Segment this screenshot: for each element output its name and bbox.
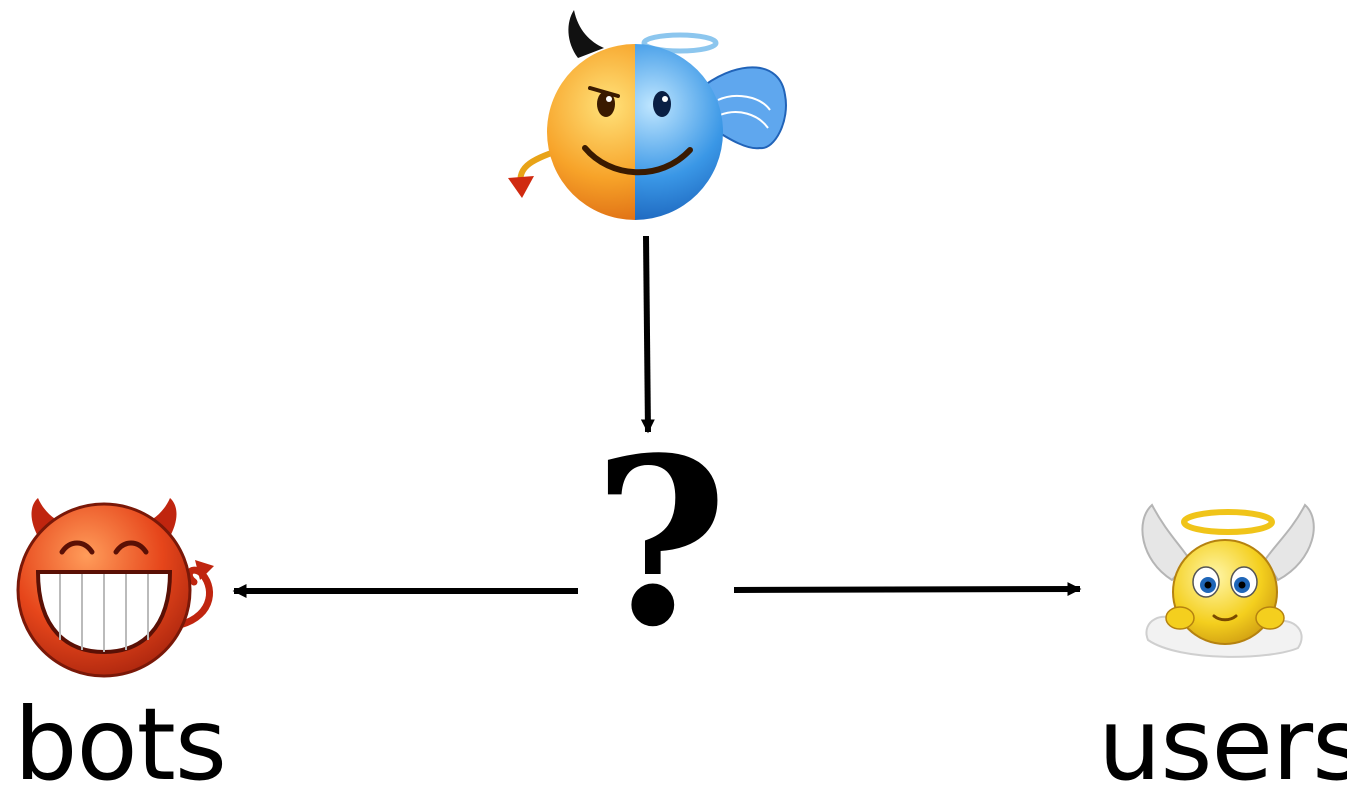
angel-smiley-icon [1141,503,1315,658]
question-mark: ? [593,408,728,678]
arrow-right-to-users [733,582,1082,597]
arrow-down [640,235,655,434]
devil-smiley-icon [16,498,214,678]
half-devil-half-angel-smiley-icon [508,10,787,220]
bots-label: bots [14,686,227,800]
users-label: users [1098,686,1347,800]
